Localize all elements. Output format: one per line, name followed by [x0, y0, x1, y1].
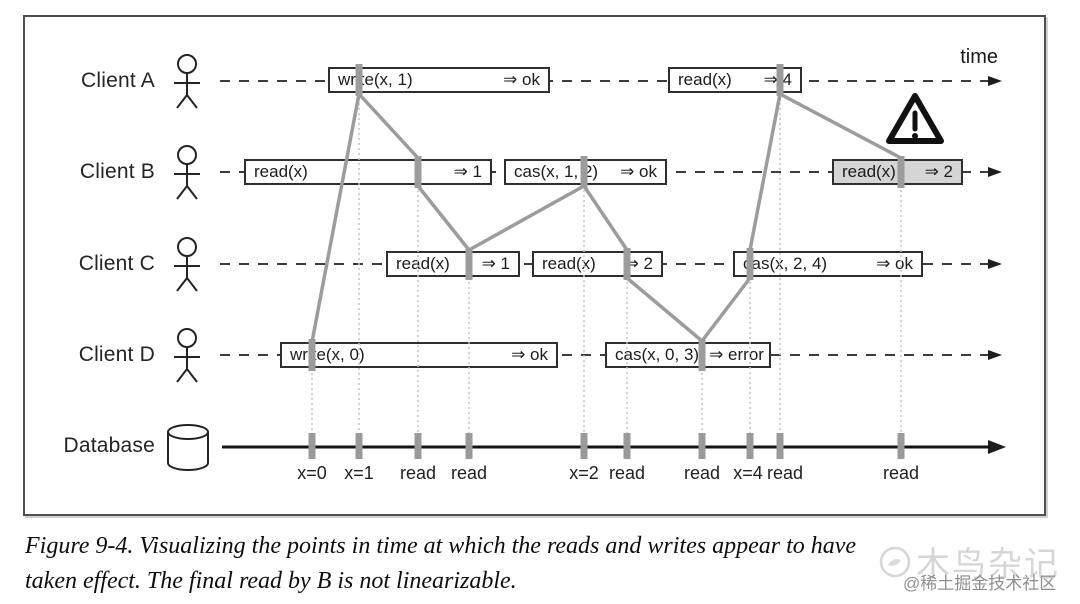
watermark-logo-text: 木鸟杂记: [916, 546, 1060, 584]
tick-label-read5: read: [766, 463, 804, 483]
tick-label-x0: x=0: [297, 463, 327, 483]
effect-point-bars: [308, 64, 905, 371]
tick-label-read1: read: [399, 463, 437, 483]
client-d-label: Client D: [78, 343, 155, 366]
database-label: Database: [63, 434, 155, 457]
client-c-label: Client C: [78, 252, 155, 275]
op-label: read(x): [542, 254, 596, 273]
op-d-cas-0-3: cas(x, 0, 3) ⇒ error: [605, 342, 771, 368]
op-label: read(x): [842, 162, 896, 181]
tick-label-read6: read: [882, 463, 920, 483]
op-c-cas-2-4: cas(x, 2, 4) ⇒ ok: [733, 251, 923, 277]
database-cylinder-icon: [167, 424, 209, 471]
figure-caption-line-1: Figure 9-4. Visualizing the points in ti…: [25, 533, 857, 559]
figure-caption-line-2: taken effect. The final read by B is not…: [25, 568, 517, 594]
tick-label-read2: read: [450, 463, 488, 483]
database-tick-marks: [308, 433, 905, 459]
op-result: ⇒ 1: [453, 162, 482, 181]
person-icon-client-b: [174, 145, 200, 200]
bird-logo-icon: [879, 546, 911, 577]
diagram-border: [23, 15, 1046, 516]
op-result: ⇒ error: [709, 345, 764, 364]
client-a-label: Client A: [81, 69, 155, 92]
op-result: ⇒ 1: [481, 254, 510, 273]
tick-label-x4: x=4: [733, 463, 763, 483]
tick-label-read4: read: [683, 463, 721, 483]
op-c-read-2: read(x) ⇒ 2: [532, 251, 663, 277]
op-result: ⇒ ok: [511, 345, 548, 364]
person-icon-client-a: [174, 54, 200, 109]
op-label: read(x): [254, 162, 308, 181]
warning-icon: [886, 93, 944, 144]
watermark-community-handle: @稀土掘金技术社区: [903, 574, 1057, 593]
timeline-arrowheads: [988, 76, 1006, 454]
op-label: cas(x, 2, 4): [743, 254, 828, 273]
op-label: cas(x, 0, 3): [615, 345, 700, 364]
person-icon-client-d: [174, 328, 200, 383]
op-result: ⇒ ok: [503, 70, 540, 89]
op-result: ⇒ 2: [924, 162, 953, 181]
op-result: ⇒ 2: [624, 254, 653, 273]
op-result: ⇒ ok: [620, 162, 657, 181]
op-b-read-1: read(x) ⇒ 1: [244, 159, 492, 185]
time-axis-label: time: [960, 46, 998, 68]
person-icon-client-c: [174, 237, 200, 292]
client-b-label: Client B: [79, 160, 155, 183]
tick-label-read3: read: [608, 463, 646, 483]
op-result: ⇒ ok: [876, 254, 913, 273]
linearization-connector-lines: [310, 92, 902, 343]
effect-drop-lines: [311, 93, 902, 434]
tick-label-x1: x=1: [344, 463, 374, 483]
op-label: cas(x, 1, 2): [514, 162, 599, 181]
tick-label-x2: x=2: [569, 463, 599, 483]
watermark-logo: 木鸟杂记: [878, 537, 1060, 586]
op-c-read-1: read(x) ⇒ 1: [386, 251, 520, 277]
op-label: read(x): [678, 70, 732, 89]
op-label: read(x): [396, 254, 450, 273]
